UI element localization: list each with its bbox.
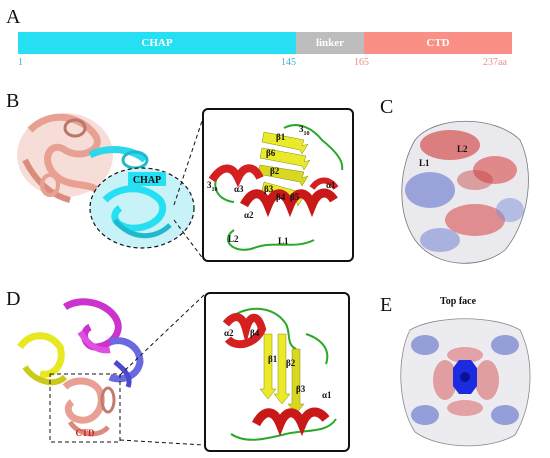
chap-tag-label: CHAP	[133, 175, 161, 186]
domain-ctd-label: CTD	[426, 37, 450, 49]
ctd-tag-label: CTD	[75, 428, 95, 438]
panel-d-zoom-lines	[119, 294, 205, 446]
position-start: 1	[18, 57, 23, 68]
position-linker-end: 165	[354, 57, 369, 68]
label-b-310-left: 310	[207, 180, 218, 193]
label-d-beta1: β1	[268, 354, 278, 364]
panel-b-detail-box: β1 310 β6 β2 310 α3 β3 β4 β5 α1 α2 L2 L1	[202, 108, 354, 262]
label-d-beta4: β4	[250, 328, 260, 338]
label-b-beta3: β3	[264, 184, 274, 194]
panel-e-caption: Top face	[440, 296, 477, 307]
label-c-loop2: L2	[457, 144, 468, 154]
panel-d-detail-structure: α2 β4 β1 β2 β3 α1	[222, 307, 337, 441]
label-d-alpha1: α1	[322, 390, 332, 400]
label-b-310-top: 310	[299, 124, 310, 137]
panel-d-overview-structure: CTD	[17, 298, 144, 443]
label-b-loop1: L1	[278, 236, 289, 246]
label-b-beta5: β5	[290, 192, 300, 202]
panel-letter-a: A	[6, 6, 21, 28]
label-b-beta4: β4	[276, 192, 286, 202]
domain-chap-label: CHAP	[141, 37, 173, 49]
domain-ctd-segment: CTD	[364, 32, 512, 54]
label-b-beta1: β1	[276, 132, 286, 142]
domain-linker-label: linker	[315, 37, 345, 49]
panel-letter-b: B	[6, 90, 20, 112]
label-d-beta3: β3	[296, 384, 306, 394]
panel-letter-c: C	[380, 96, 394, 118]
domain-linker-segment: linker	[296, 32, 364, 54]
panel-b-detail-structure: β1 310 β6 β2 310 α3 β3 β4 β5 α1 α2 L2 L1	[207, 124, 344, 251]
label-d-beta2: β2	[286, 358, 296, 368]
panel-letter-e: E	[380, 294, 393, 316]
position-chap-end: 145	[281, 57, 296, 68]
label-b-loop2: L2	[228, 234, 239, 244]
label-b-beta2: β2	[270, 166, 280, 176]
panel-e-surface	[400, 318, 531, 447]
panel-c-surface: L1 L2	[401, 120, 529, 264]
label-b-alpha1: α1	[326, 180, 336, 190]
label-d-alpha2: α2	[224, 328, 234, 338]
panel-b-overview-structure: CHAP	[17, 113, 195, 249]
label-b-alpha2: α2	[244, 210, 254, 220]
label-c-loop1: L1	[419, 158, 430, 168]
panel-d-detail-box: α2 β4 β1 β2 β3 α1	[204, 292, 350, 452]
position-ctd-end: 237aa	[483, 57, 507, 68]
label-b-alpha3: α3	[234, 184, 244, 194]
panel-b-zoom-lines	[173, 114, 205, 261]
domain-chap-segment: CHAP	[18, 32, 296, 54]
label-b-beta6: β6	[266, 148, 276, 158]
panel-letter-d: D	[6, 288, 21, 310]
